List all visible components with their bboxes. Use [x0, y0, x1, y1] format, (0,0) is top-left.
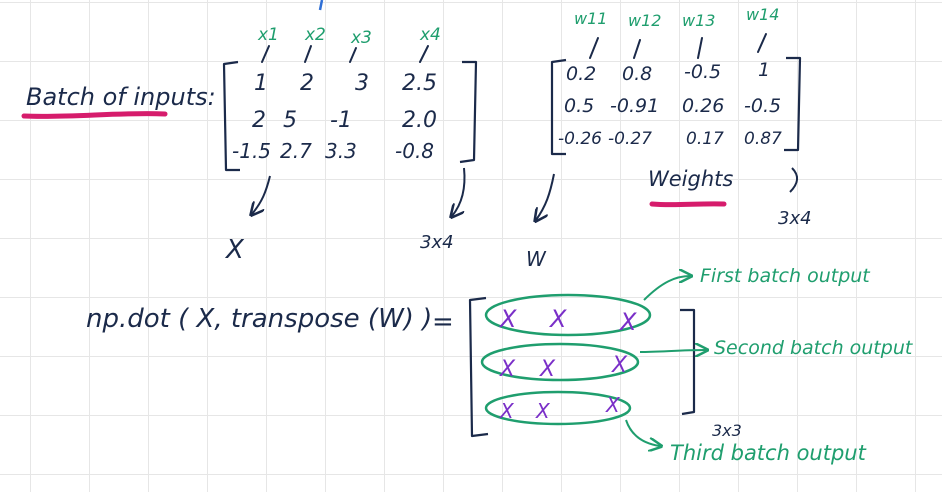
weights-symbol: W: [526, 247, 547, 271]
input-cell-0-3: 2.5: [402, 71, 437, 96]
third-output-label: Third batch output: [670, 441, 867, 465]
second-row-loop: [480, 342, 640, 382]
weights-matrix: 0.2 0.8 -0.5 1 0.5 -0.91 0.26 -0.5 -0.26…: [558, 59, 782, 149]
input-right-bracket: [459, 60, 478, 164]
input-cell-0-0: 1: [254, 71, 268, 96]
result-cell-1-1: X: [539, 357, 556, 382]
equals-sign: =: [432, 307, 454, 337]
second-output-label: Second batch output: [714, 337, 914, 359]
weight-cell-2-1: -0.27: [608, 129, 652, 149]
arrow-to-input-shape: [452, 167, 466, 216]
weights-right-bracket: [784, 56, 802, 152]
weight-cell-2-3: 0.87: [744, 129, 782, 149]
weight-cell-1-2: 0.26: [682, 95, 724, 117]
weight-cell-0-0: 0.2: [566, 63, 596, 85]
batch-label: Batch of inputs:: [26, 83, 216, 111]
weight-cell-2-2: 0.17: [686, 129, 724, 149]
weight-cell-0-1: 0.8: [622, 63, 652, 85]
second-output-arrow: [639, 350, 706, 352]
arrow-to-w: [536, 173, 555, 220]
weight-cell-2-0: -0.26: [558, 129, 602, 149]
first-row-loop: [484, 293, 652, 337]
batch-label-underline: [21, 111, 168, 119]
result-cell-2-2: X: [605, 393, 621, 417]
result-cell-0-2: X: [618, 308, 637, 336]
weights-shape: 3x4: [778, 208, 812, 229]
header-w13: w13: [682, 11, 715, 30]
input-cell-2-1: 2.7: [280, 139, 312, 163]
input-cell-1-3: 2.0: [402, 108, 437, 133]
input-cell-2-3: -0.8: [395, 139, 434, 163]
dot-expression: np.dot ( X, transpose (W) ): [86, 304, 432, 334]
input-headers: x1 x2 x3 x4: [257, 25, 441, 63]
result-cell-1-0: X: [499, 357, 516, 382]
header-w11: w11: [574, 9, 607, 28]
third-output-arrow: [625, 419, 660, 446]
input-matrix: 1 2 3 2.5 2 5 -1 2.0 -1.5 2.7 3.3 -0.8: [232, 71, 437, 163]
arrow-to-x: [252, 175, 271, 214]
weight-cell-1-3: -0.5: [744, 95, 781, 117]
input-cell-1-1: 5: [283, 108, 297, 133]
header-x2: x2: [304, 25, 326, 45]
header-x1: x1: [257, 25, 279, 45]
weights-label-underline: [649, 201, 727, 208]
result-matrix: X X X X X X X X X: [498, 305, 637, 423]
input-cell-0-2: 3: [355, 71, 369, 96]
weight-cell-1-1: -0.91: [610, 95, 659, 117]
weights-label: Weights: [648, 167, 733, 191]
input-shape: 3x4: [420, 232, 454, 253]
input-cell-0-1: 2: [300, 71, 314, 96]
header-w14: w14: [746, 5, 779, 24]
header-x3: x3: [350, 28, 372, 48]
weight-cell-0-2: -0.5: [684, 61, 721, 83]
result-right-bracket: [680, 308, 696, 416]
input-left-bracket: [222, 60, 240, 172]
weight-headers: w11 w12 w13 w14: [574, 5, 779, 59]
first-output-label: First batch output: [700, 265, 871, 287]
result-cell-2-0: X: [499, 399, 515, 423]
header-w12: w12: [628, 11, 661, 30]
result-cell-0-0: X: [498, 305, 517, 333]
result-left-bracket: [468, 296, 489, 438]
input-cell-1-0: 2: [252, 108, 266, 133]
input-symbol: X: [224, 235, 245, 265]
first-output-arrow: [643, 276, 690, 301]
result-cell-1-2: X: [611, 353, 628, 378]
weight-cell-1-0: 0.5: [564, 95, 594, 117]
third-row-loop: [484, 390, 632, 426]
weights-left-bracket: [550, 58, 567, 156]
weight-cell-0-3: 1: [758, 59, 770, 81]
input-cell-2-0: -1.5: [232, 139, 271, 163]
input-cell-1-2: -1: [330, 108, 352, 133]
result-cell-0-1: X: [548, 305, 567, 333]
input-cell-2-2: 3.3: [325, 139, 357, 163]
stray-pen-mark: [318, 0, 324, 11]
arrow-to-weights-shape: [789, 167, 798, 193]
header-x4: x4: [419, 25, 441, 45]
result-shape: 3x3: [712, 421, 742, 440]
result-cell-2-1: X: [535, 399, 551, 423]
